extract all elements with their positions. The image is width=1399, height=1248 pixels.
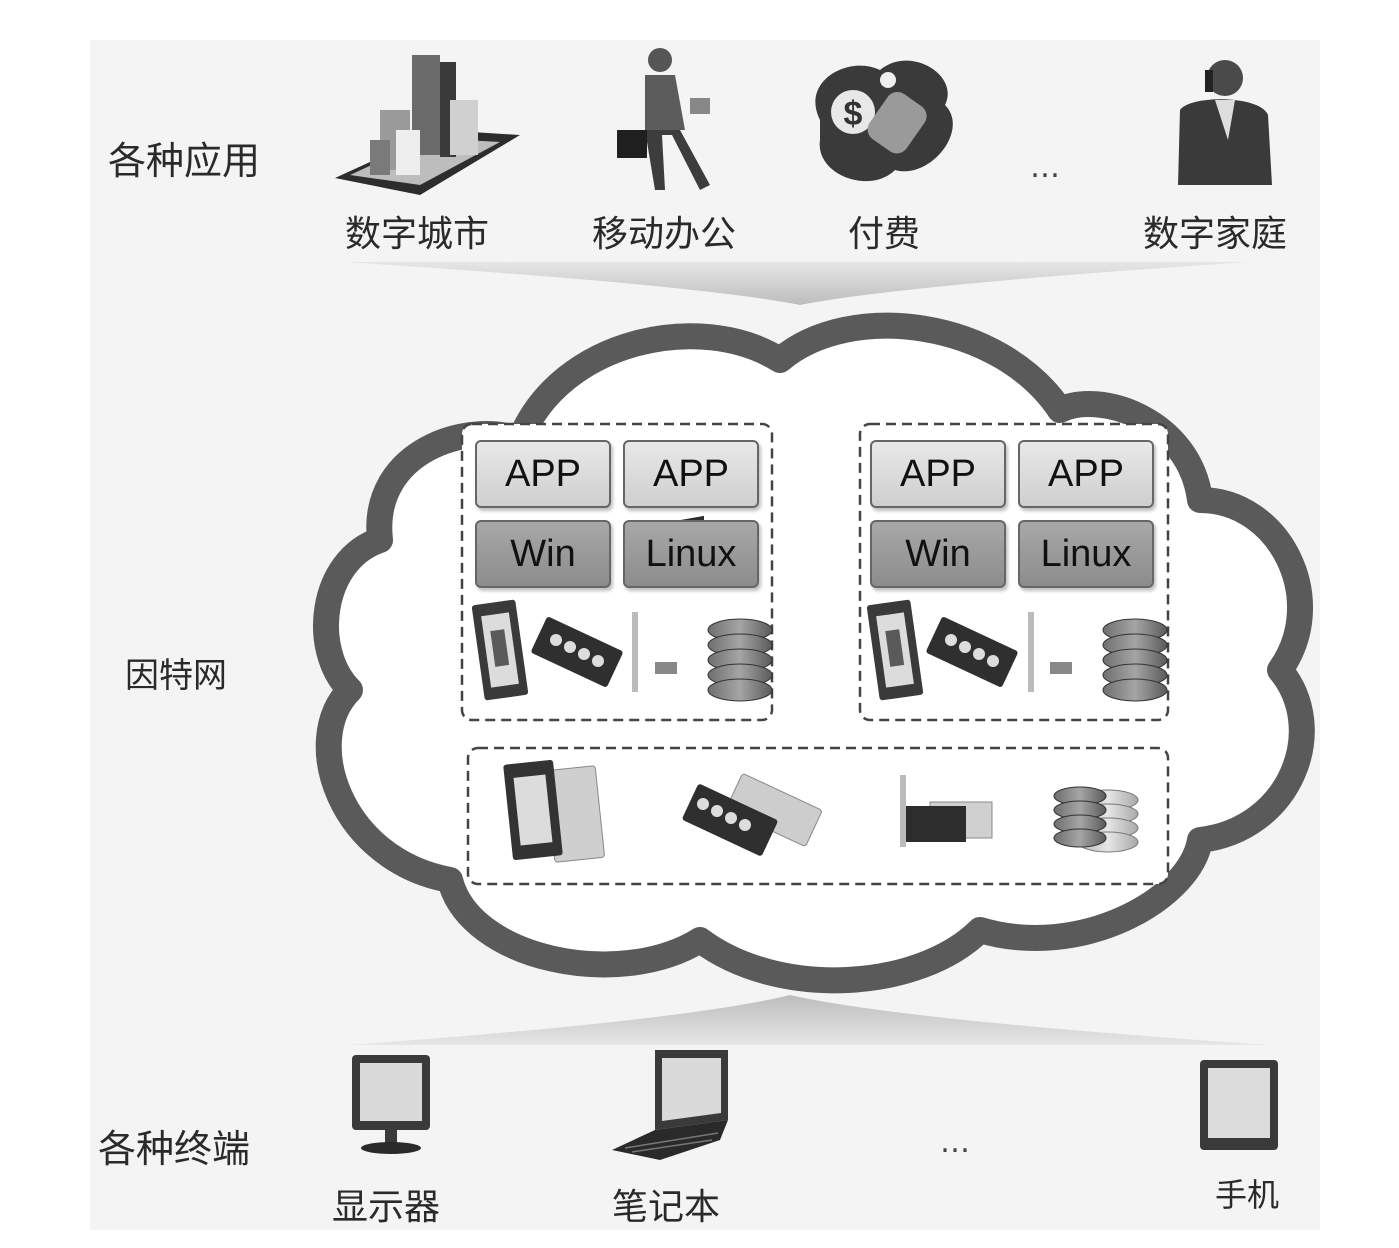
vm2-app-tile-2: APP xyxy=(1018,440,1154,508)
app-label-mobile-office: 移动办公 xyxy=(592,214,737,255)
svg-text:$: $ xyxy=(844,95,863,133)
city-buildings-icon xyxy=(335,55,520,195)
vm1-os-tile-win: Win xyxy=(475,520,611,588)
terminal-label-phone: 手机 xyxy=(1215,1176,1280,1214)
cpu-chip-pair-icon xyxy=(503,759,605,863)
terminal-label-laptop: 笔记本 xyxy=(612,1187,721,1228)
applications-row-label: 各种应用 xyxy=(108,139,261,183)
walking-businessman-icon xyxy=(617,48,710,190)
network-card-pair-icon xyxy=(900,775,993,847)
vm1-app-tile-1: APP xyxy=(475,440,611,508)
network-row-label: 因特网 xyxy=(125,656,227,696)
top-funnel xyxy=(345,262,1250,305)
disk-stack-icon xyxy=(707,618,773,702)
app-label-digital-city: 数字城市 xyxy=(345,214,490,255)
person-on-phone-icon xyxy=(1178,60,1272,185)
terminals-row-label: 各种终端 xyxy=(98,1127,251,1171)
terminal-label-monitor: 显示器 xyxy=(332,1187,441,1228)
vm1-app-tile-2: APP xyxy=(623,440,759,508)
vm2-os-tile-win: Win xyxy=(870,520,1006,588)
memory-module-icon xyxy=(531,617,623,687)
vm1-os-tile-linux: Linux xyxy=(623,520,759,588)
payment-card-icon: $ xyxy=(815,60,953,182)
memory-module-icon xyxy=(926,617,1018,687)
disk-stack-icon xyxy=(1102,618,1168,702)
app-label-payment: 付费 xyxy=(848,214,921,255)
cpu-chip-icon xyxy=(471,599,529,701)
vm2-app-tile-1: APP xyxy=(870,440,1006,508)
phone-icon xyxy=(1200,1060,1278,1150)
bottom-funnel xyxy=(350,995,1270,1045)
applications-ellipsis: … xyxy=(1030,150,1062,185)
disk-stack-pair-icon xyxy=(1053,786,1139,853)
terminals-ellipsis: … xyxy=(940,1125,972,1160)
vm2-os-tile-linux: Linux xyxy=(1018,520,1154,588)
app-label-digital-home: 数字家庭 xyxy=(1143,214,1288,255)
laptop-icon xyxy=(612,1050,728,1160)
cpu-chip-icon xyxy=(866,599,924,701)
memory-module-pair-icon xyxy=(682,773,822,856)
monitor-icon xyxy=(352,1055,430,1154)
